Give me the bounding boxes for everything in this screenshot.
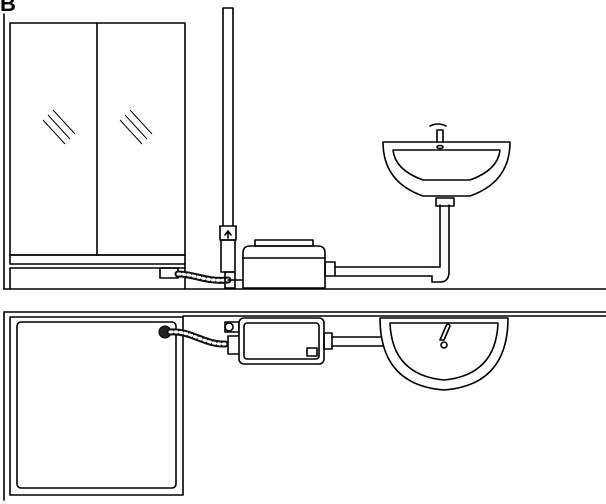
glass-reflection-icon (42, 119, 66, 145)
discharge-pipe (219, 7, 244, 289)
shower-cabinet (9, 22, 186, 290)
macerator-pump (242, 239, 336, 289)
plan-drain-hose (166, 328, 229, 348)
control-box-icon (306, 347, 318, 357)
figure-label: B (0, 0, 16, 16)
glass-reflection-icon (119, 119, 143, 145)
tap-icon (439, 323, 451, 341)
plan-macerator-pump (238, 317, 333, 365)
shower-tray (9, 316, 184, 496)
plan-view (3, 311, 606, 501)
plug-hole-icon (440, 341, 448, 349)
arrow-up-icon (224, 230, 232, 239)
plan-discharge-valve (224, 321, 241, 355)
plan-wash-basin (379, 317, 509, 391)
shower-drain-hose (159, 267, 232, 284)
elevation-view (3, 7, 606, 290)
sink-connection-pipe (334, 197, 455, 283)
wash-basin (382, 123, 511, 197)
